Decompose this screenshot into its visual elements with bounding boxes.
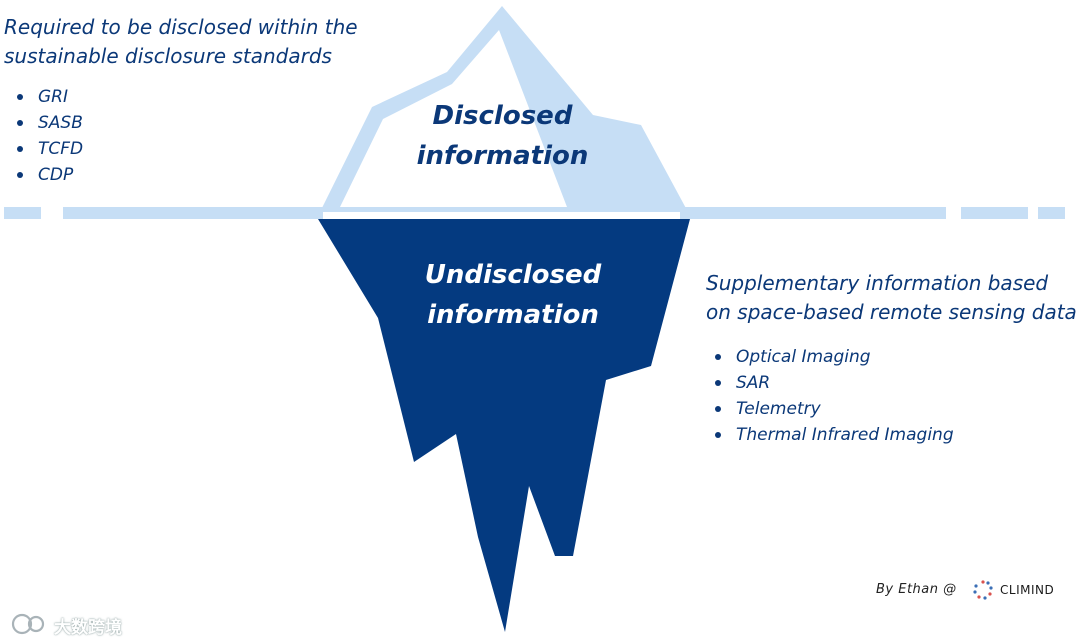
climind-logo-icon	[973, 580, 993, 600]
list-item: Optical Imaging	[708, 344, 954, 370]
supplementary-information-heading: Supplementary information based on space…	[706, 271, 1077, 324]
disclosed-information-label: Disclosed information	[416, 101, 589, 171]
watermark-logo-icon	[11, 613, 45, 635]
list-item: TCFD	[10, 136, 83, 162]
undisclosed-information-label: Undisclosed information	[424, 260, 602, 330]
list-item: SASB	[10, 110, 83, 136]
list-item: SAR	[708, 370, 954, 396]
list-item: Telemetry	[708, 396, 954, 422]
list-item: CDP	[10, 162, 83, 188]
disclosure-standards-heading: Required to be disclosed within the sust…	[4, 15, 358, 68]
brand-name: CLIMIND	[1000, 583, 1055, 597]
waterline	[4, 207, 1065, 219]
watermark-text: 大数跨境	[54, 618, 122, 638]
iceberg-body	[318, 219, 690, 632]
iceberg-tip	[320, 6, 688, 212]
list-item: GRI	[10, 84, 83, 110]
author-credit: By Ethan @	[876, 582, 957, 597]
remote-sensing-list: Optical Imaging SAR Telemetry Thermal In…	[708, 344, 954, 448]
list-item: Thermal Infrared Imaging	[708, 422, 954, 448]
disclosure-standards-list: GRI SASB TCFD CDP	[10, 84, 83, 188]
